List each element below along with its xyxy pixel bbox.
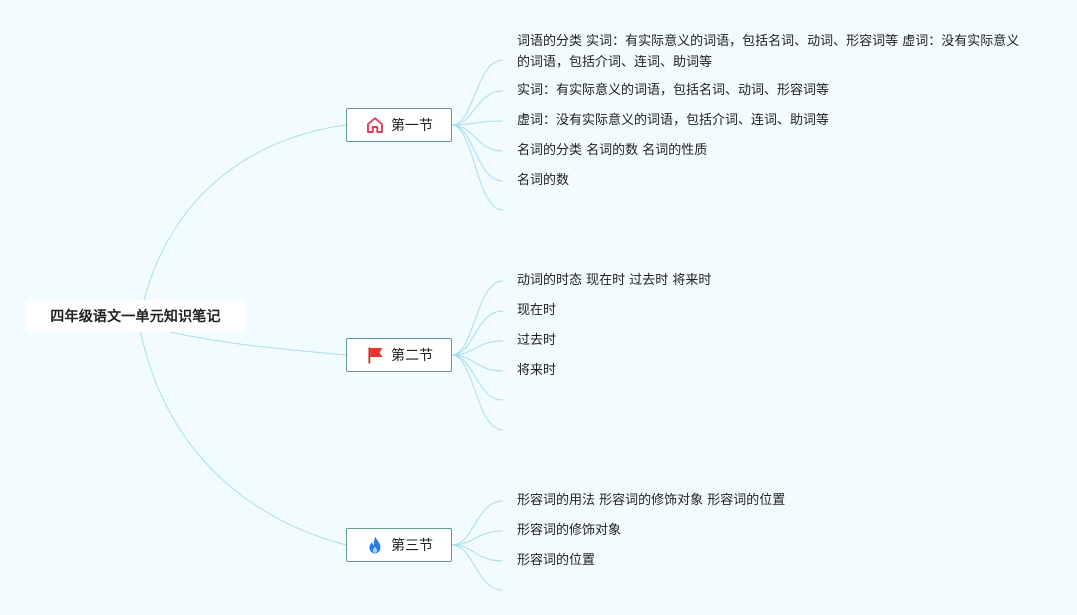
leaf-topic[interactable]: 形容词的修饰对象	[517, 523, 622, 538]
root-topic[interactable]: 四年级语文一单元知识笔记	[25, 300, 246, 332]
connector-section-2-leaf-3	[451, 340, 504, 356]
home-icon	[365, 115, 385, 135]
section-label-1: 第一节	[391, 118, 433, 134]
connector-section-2-leaf-6	[451, 354, 504, 431]
connector-section-1-leaf-3	[451, 120, 504, 126]
leaf-topic[interactable]: 动词的时态 现在时 过去时 将来时	[517, 273, 712, 288]
connector-section-3-leaf-4	[451, 544, 504, 591]
section-label-3: 第三节	[391, 538, 433, 554]
root-topic-label: 四年级语文一单元知识笔记	[50, 309, 221, 325]
leaf-topic[interactable]: 虚词：没有实际意义的词语，包括介词、连词、助词等	[517, 113, 830, 128]
leaf-topic[interactable]: 名词的数	[517, 173, 570, 188]
connector-section-1-leaf-6	[451, 124, 504, 211]
leaf-topic[interactable]: 实词：有实际意义的词语，包括名词、动词、形容词等	[517, 83, 830, 98]
leaf-topic[interactable]: 将来时	[517, 363, 557, 378]
connector-section-2-leaf-2	[451, 310, 504, 356]
connector-section-1-leaf-2	[451, 90, 504, 126]
section-node-1[interactable]: 第一节	[346, 108, 452, 142]
connector-section-1-leaf-5	[451, 124, 504, 182]
flag-icon	[365, 345, 385, 365]
leaf-topic[interactable]: 现在时	[517, 303, 557, 318]
leaf-topic[interactable]: 词语的分类 实词：有实际意义的词语，包括名词、动词、形容词等 虚词：没有实际意义…	[517, 34, 1020, 70]
connector-section-3-leaf-2	[451, 530, 504, 546]
connector-section-2-leaf-5	[451, 354, 504, 401]
leaf-topic[interactable]: 过去时	[517, 333, 557, 348]
flame-icon	[365, 535, 385, 555]
leaf-topic[interactable]: 名词的分类 名词的数 名词的性质	[517, 143, 708, 158]
connector-root-section-3	[139, 329, 347, 546]
leaf-topic[interactable]: 形容词的用法 形容词的修饰对象 形容词的位置	[517, 493, 786, 508]
section-label-2: 第二节	[391, 348, 433, 364]
connector-section-3-leaf-1	[451, 500, 504, 546]
connector-section-2-leaf-1	[451, 280, 504, 356]
connector-root-section-2	[169, 331, 347, 356]
section-node-2[interactable]: 第二节	[346, 338, 452, 372]
leaf-topic[interactable]: 形容词的位置	[517, 553, 596, 568]
connector-root-section-1	[139, 124, 347, 317]
connector-section-1-leaf-1	[451, 59, 504, 126]
connector-section-3-leaf-3	[451, 544, 504, 562]
section-node-3[interactable]: 第三节	[346, 528, 452, 562]
connector-section-1-leaf-4	[451, 124, 504, 152]
connector-section-2-leaf-4	[451, 354, 504, 372]
